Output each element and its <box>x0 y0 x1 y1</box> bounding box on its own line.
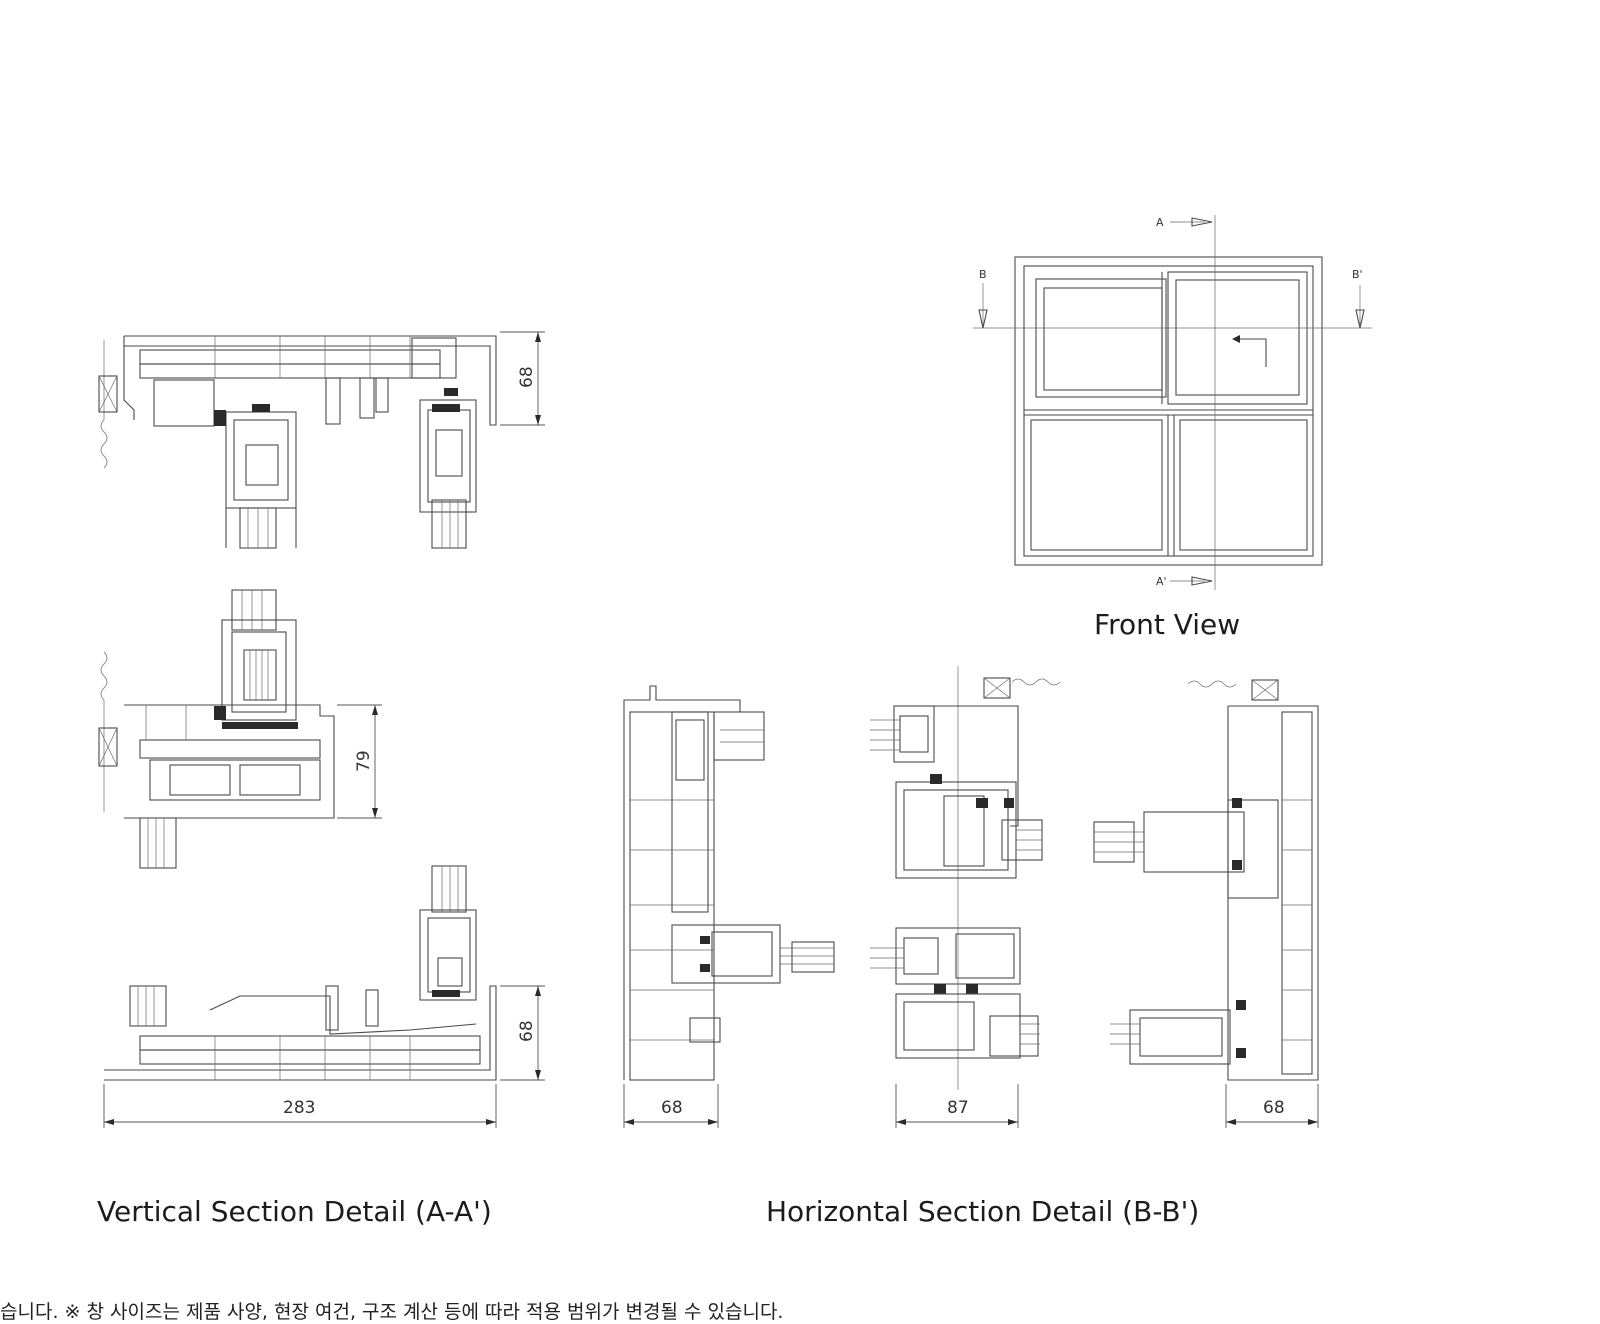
dim-vertical-mid-height: 79 <box>354 750 374 772</box>
horizontal-section-left <box>623 685 835 1128</box>
dim-horizontal-right-width: 68 <box>1263 1098 1285 1118</box>
caption-vertical-section: Vertical Section Detail (A-A') <box>97 1195 492 1228</box>
marker-b-left: B <box>979 268 987 281</box>
caption-front-view: Front View <box>1094 608 1241 641</box>
marker-b-right: B' <box>1352 268 1363 281</box>
vertical-section-bottom <box>103 865 545 1128</box>
vertical-section-top <box>98 331 545 549</box>
dim-horizontal-left-width: 68 <box>661 1098 683 1118</box>
marker-a-top: A <box>1156 216 1164 229</box>
front-view-elevation <box>973 215 1372 590</box>
caption-horizontal-section: Horizontal Section Detail (B-B') <box>766 1195 1200 1228</box>
vertical-section-middle <box>98 589 382 869</box>
dim-vertical-top-height: 68 <box>517 366 537 388</box>
dim-horizontal-mid-width: 87 <box>947 1098 969 1118</box>
dim-vertical-width: 283 <box>283 1098 315 1118</box>
dim-vertical-bottom-height: 68 <box>517 1020 537 1042</box>
horizontal-section-middle <box>870 666 1061 1128</box>
marker-a-bottom: A' <box>1156 575 1167 588</box>
footnote: 습니다. ※ 창 사이즈는 제품 사양, 현장 여건, 구조 계산 등에 따라 … <box>0 1301 784 1323</box>
horizontal-section-right <box>1093 679 1319 1128</box>
